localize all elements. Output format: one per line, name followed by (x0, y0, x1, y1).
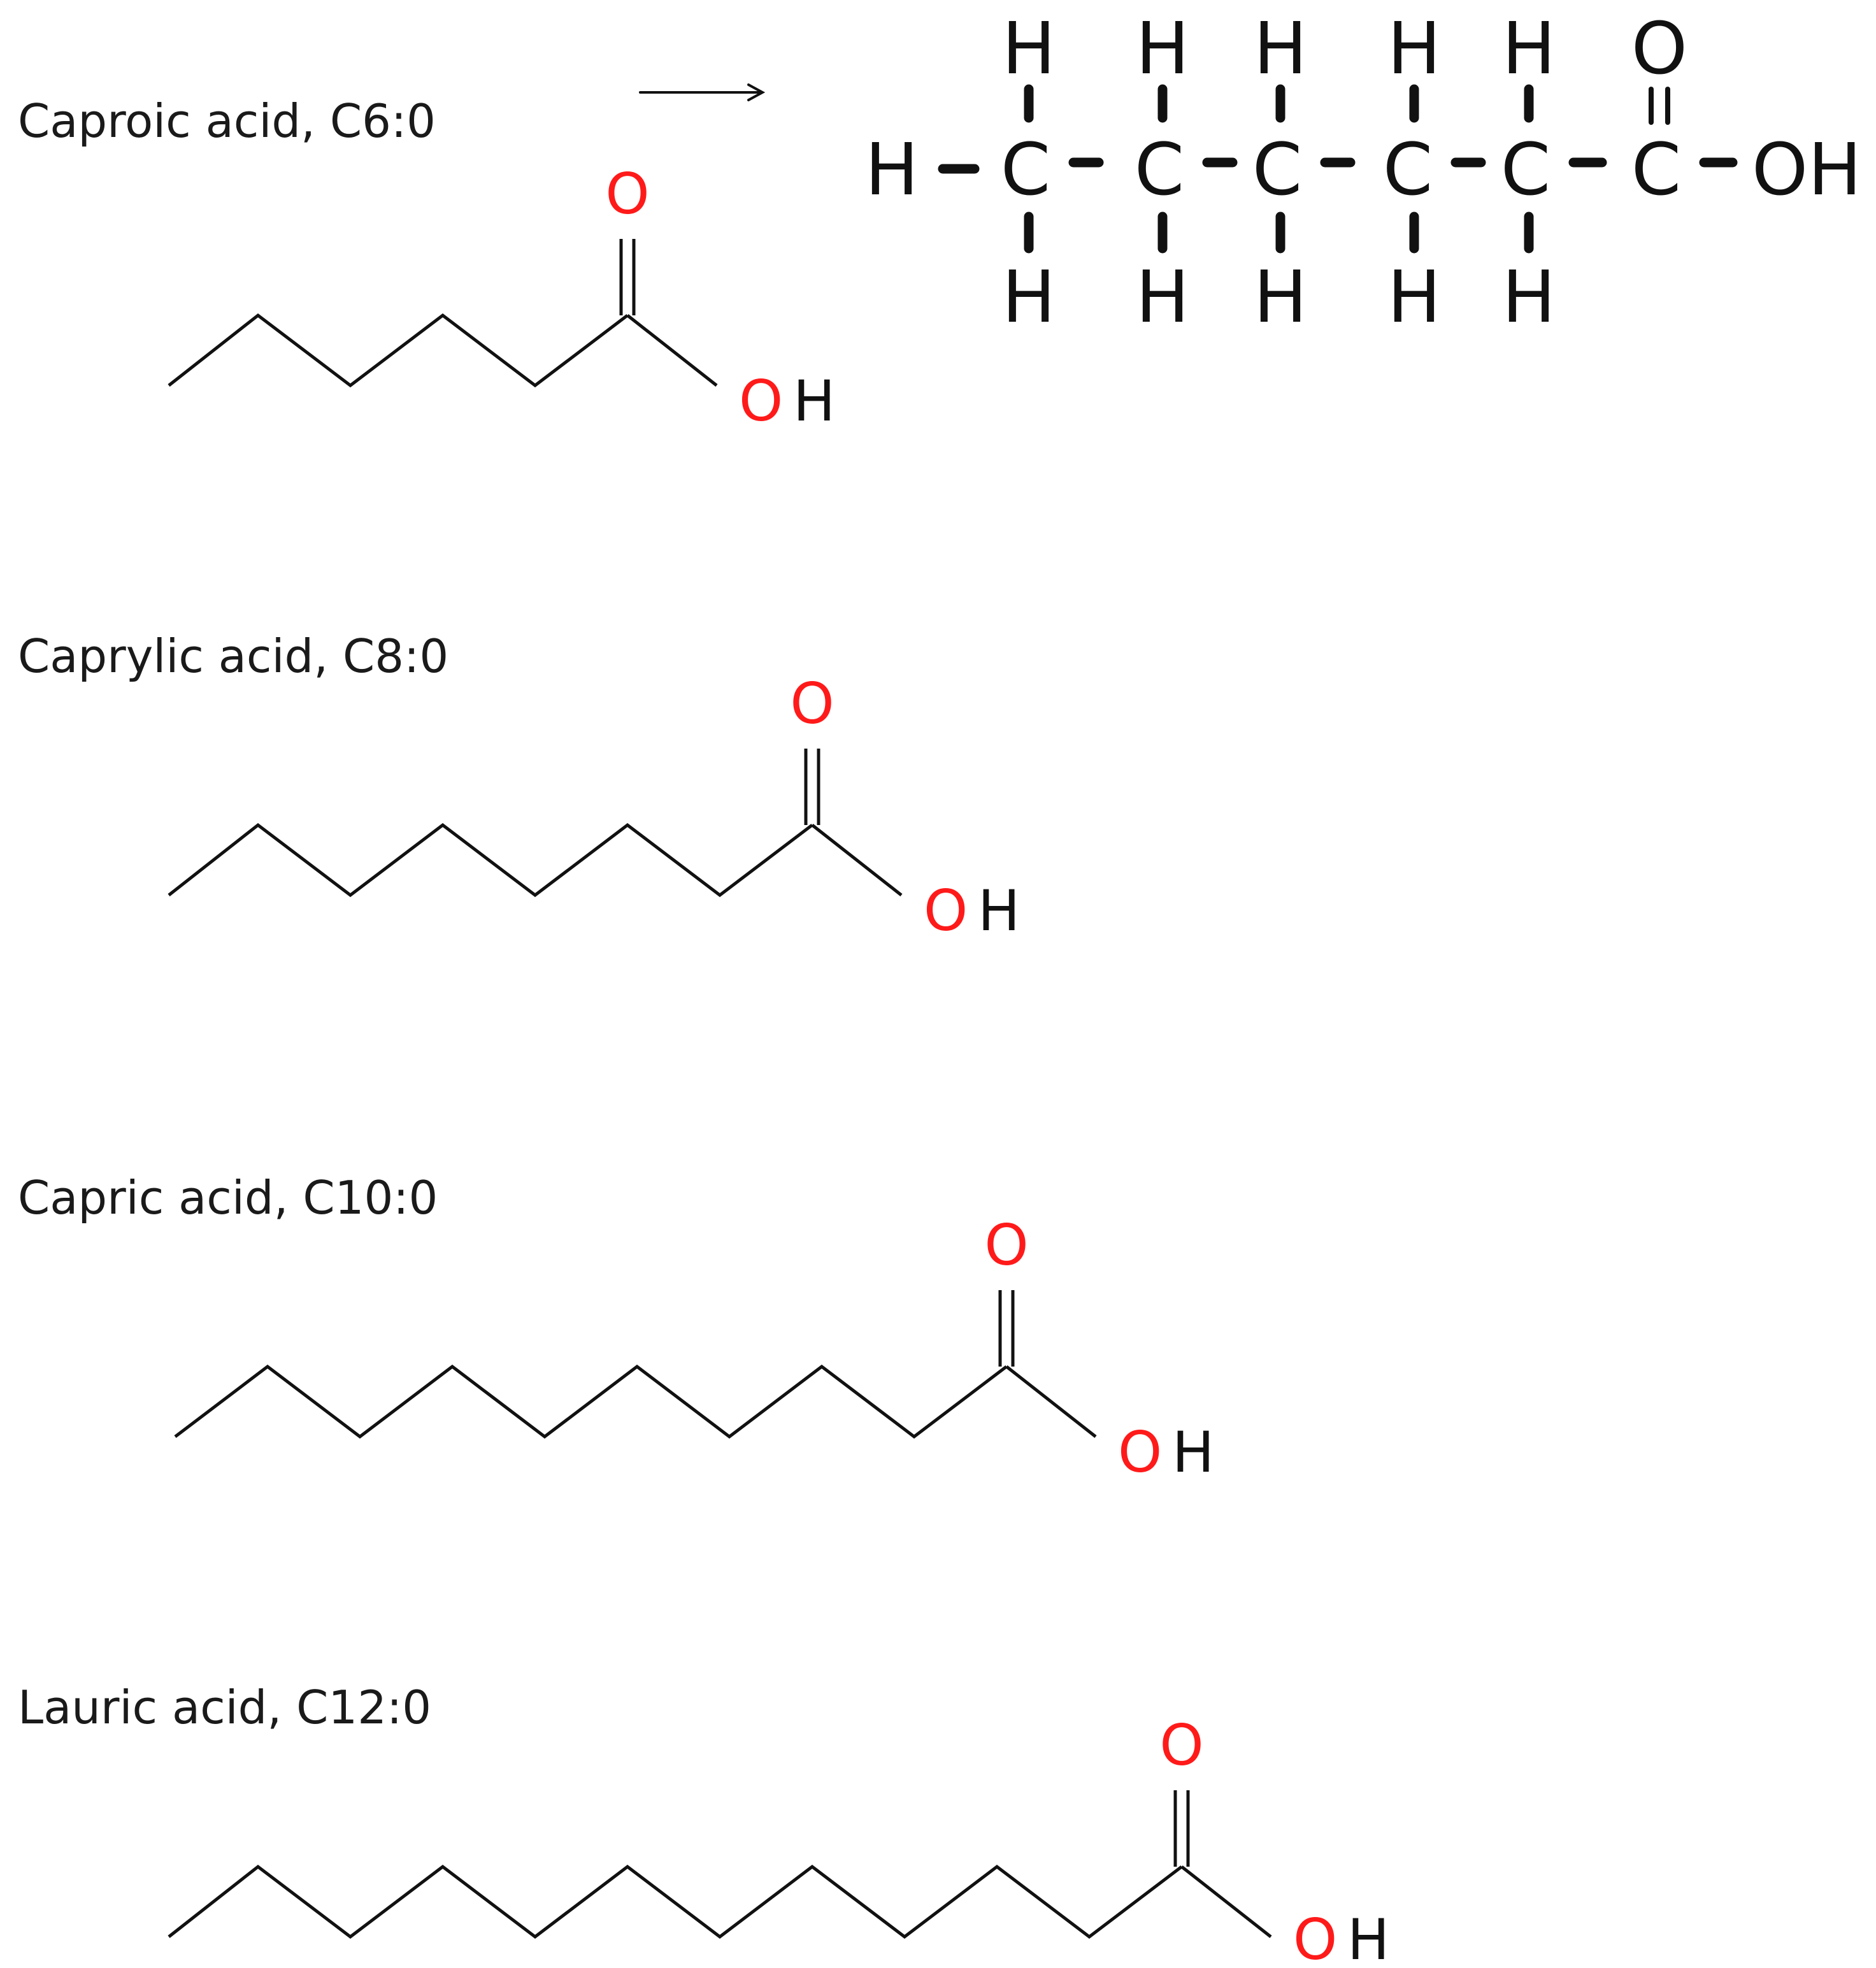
carbon-5-hydrogen-top: H (1502, 8, 1556, 90)
carbon-chain (168, 1864, 1183, 1939)
carbon-5: C (1501, 129, 1550, 212)
carbon-1-hydrogen-top: H (1002, 8, 1056, 90)
caprylic-acid-group: Caprylic acid, C8:0 O O H (18, 629, 1020, 944)
carbonyl-oxygen: O (984, 1212, 1028, 1278)
acid-name-caprylic: Caprylic acid, C8:0 (18, 629, 448, 683)
arrow-head (747, 83, 766, 101)
carboxyl-oxygen: O (1631, 8, 1687, 90)
carbon-6: C (1631, 129, 1681, 212)
carbon-4: C (1383, 129, 1433, 212)
acid-name-lauric: Lauric acid, C12:0 (18, 1681, 431, 1734)
hydroxyl-hydrogen: H (978, 878, 1020, 944)
carbon-2-hydrogen-bottom: H (1136, 256, 1189, 339)
hydroxyl-oxygen: O (739, 368, 783, 434)
carbon-1-hydrogen-bottom: H (1002, 256, 1056, 339)
caproic-acid-group: Caproic acid, C6:0 O O H (18, 83, 835, 434)
carbon-chain (174, 1364, 1008, 1439)
hydroxyl-hydrogen: H (1347, 1907, 1389, 1968)
carbon-1: C (1001, 129, 1050, 212)
carbon-3: C (1252, 129, 1302, 212)
carbon-2: C (1135, 129, 1184, 212)
carbon-chain (168, 822, 813, 898)
terminal-hydrogen: H (865, 129, 919, 212)
lauric-acid-group: Lauric acid, C12:0 O O H (18, 1681, 1389, 1968)
hydroxyl-bond (1005, 1365, 1097, 1438)
carbon-2-hydrogen-top: H (1136, 8, 1189, 90)
capric-acid-group: Capric acid, C10:0 O O H (18, 1171, 1214, 1485)
hydroxyl-oxygen: O (924, 878, 968, 944)
carbon-5-hydrogen-bottom: H (1502, 256, 1556, 339)
carbon-3-hydrogen-bottom: H (1254, 256, 1307, 339)
carbonyl-oxygen: O (790, 671, 834, 736)
carbon-chain (168, 313, 629, 388)
expanded-structural-formula: H C H H C H H C H H C H H C H H (865, 8, 1861, 339)
hydroxyl-bond (626, 314, 718, 387)
carbonyl-oxygen: O (605, 161, 649, 227)
carbonyl-oxygen: O (1159, 1713, 1203, 1778)
acid-name-caproic: Caproic acid, C6:0 (18, 94, 436, 148)
hydroxyl-oxygen: O (1118, 1419, 1162, 1485)
hydroxyl-bond (811, 824, 903, 896)
hydroxyl-hydrogen: H (1172, 1419, 1214, 1485)
hydroxyl-bond (1180, 1865, 1272, 1938)
carbon-4-hydrogen-top: H (1387, 8, 1441, 90)
hydroxyl-hydrogen: H (793, 368, 835, 434)
carbon-3-hydrogen-top: H (1254, 8, 1307, 90)
hydroxyl-oxygen: O (1293, 1907, 1337, 1968)
carbon-4-hydrogen-bottom: H (1387, 256, 1441, 339)
acid-name-capric: Capric acid, C10:0 (18, 1171, 438, 1225)
terminal-hydroxyl: OH (1752, 129, 1861, 212)
